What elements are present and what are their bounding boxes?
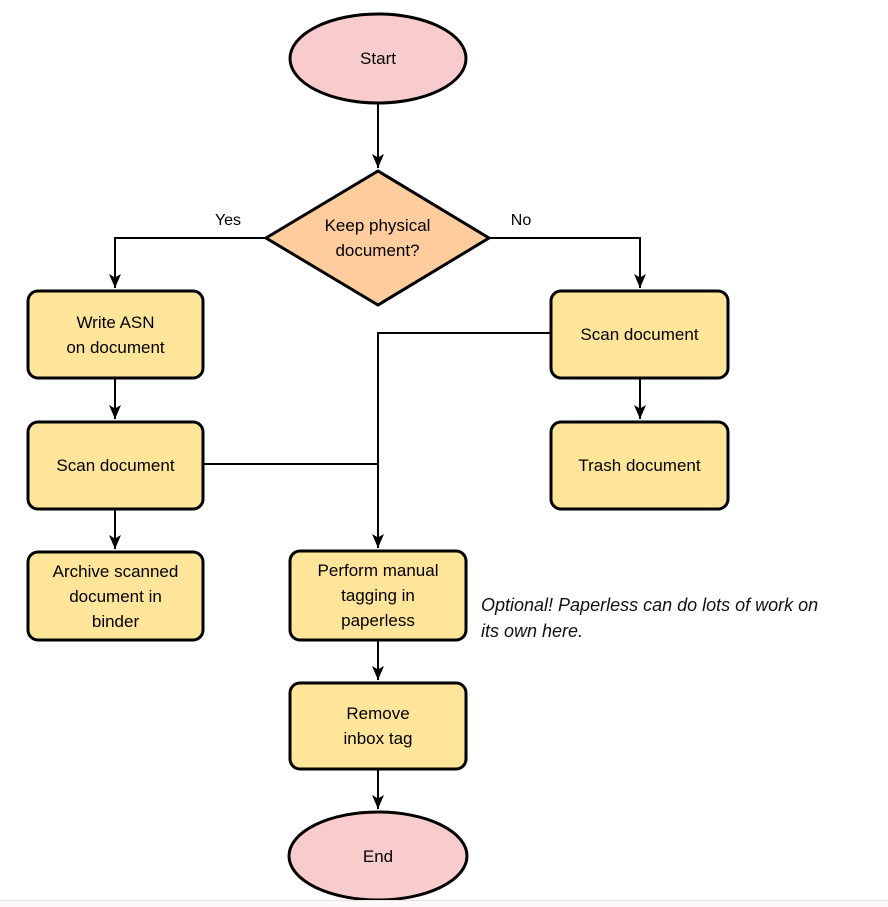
write-asn-process-shape <box>26 289 205 380</box>
annotation-note: Optional! Paperless can do lots of work … <box>481 595 819 641</box>
no-edge-label: No <box>510 212 532 229</box>
edge-scan-right-to-tagging <box>372 332 551 548</box>
trash-node-label: Trash document <box>578 456 701 475</box>
manual-tagging-process-shape <box>288 549 468 642</box>
end-node-label: End <box>362 846 394 866</box>
manual-tagging-node-label: Perform manual tagging in paperless <box>317 561 439 630</box>
remove-inbox-process-shape <box>288 681 468 771</box>
scan-document-left-node-label: Scan document <box>56 456 175 475</box>
start-terminator-shape <box>288 12 468 105</box>
yes-edge-label: Yes <box>214 212 242 229</box>
scan-document-right-process-shape <box>549 289 730 380</box>
remove-inbox-node-label: Remove inbox tag <box>343 704 413 748</box>
trash-process-shape <box>549 420 730 511</box>
edge-decision-yes-to-write-asn <box>109 237 266 288</box>
archive-node-label: Archive scanned document in binder <box>52 561 179 631</box>
decision-node-label: Keep physical document? <box>324 216 431 260</box>
start-node-label: Start <box>360 49 396 68</box>
write-asn-node-label: Write ASN on document <box>66 312 165 357</box>
decision-diamond-shape <box>263 169 492 307</box>
scan-document-left-process-shape <box>26 420 205 511</box>
page-bottom-divider <box>0 900 888 907</box>
archive-process-shape <box>26 550 205 642</box>
edge-decision-no-to-scan-right <box>489 237 646 288</box>
scan-document-right-node-label: Scan document <box>580 325 699 344</box>
